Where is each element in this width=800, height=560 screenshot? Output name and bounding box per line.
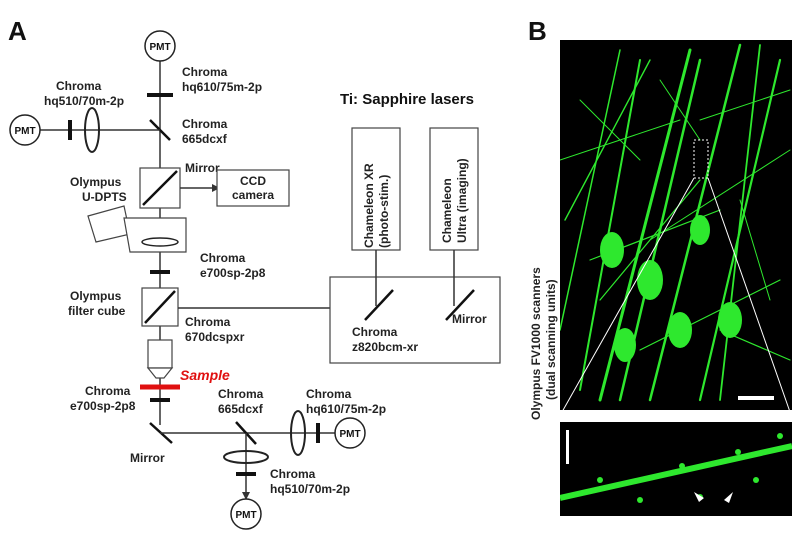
panel-label-a: A bbox=[8, 16, 27, 46]
ccd-camera-box bbox=[216, 169, 290, 207]
label-mirror-bottom: Mirror bbox=[130, 451, 165, 465]
laser-ultra-box bbox=[429, 127, 479, 251]
svg-text:PMT: PMT bbox=[235, 510, 256, 521]
title-lasers: Ti: Sapphire lasers bbox=[340, 91, 474, 108]
label-mirror-udpts: Mirror bbox=[185, 161, 220, 175]
mirror-udpts bbox=[142, 170, 178, 206]
label-sample: Sample bbox=[180, 367, 230, 383]
label-scanners: Olympus FV1000 scanners(dual scanning un… bbox=[529, 267, 558, 420]
svg-text:PMT: PMT bbox=[149, 42, 170, 53]
pmt-left: PMT bbox=[9, 114, 41, 146]
objective-tip bbox=[146, 367, 174, 379]
neuron-dendrites bbox=[560, 43, 791, 402]
mirror-chroma-z820 bbox=[364, 289, 394, 321]
microscope-body bbox=[123, 217, 187, 253]
laser-xr-box bbox=[351, 127, 401, 251]
objective bbox=[147, 339, 173, 369]
pmt-top: PMT bbox=[144, 30, 176, 62]
label-laser-ultra: ChameleonUltra (imaging) bbox=[440, 158, 469, 243]
lens-bottom-right bbox=[290, 410, 306, 456]
scale-bar-top bbox=[738, 396, 774, 400]
zoom-region-box bbox=[693, 139, 709, 179]
label-mirror-laser: Mirror bbox=[452, 312, 487, 326]
pmt-bottom-right: PMT bbox=[334, 417, 366, 449]
tube-lens bbox=[141, 237, 179, 247]
svg-text:PMT: PMT bbox=[339, 429, 360, 440]
lens-left bbox=[84, 107, 100, 153]
label-laser-xr: Chameleon XR(photo-stim.) bbox=[362, 163, 391, 248]
zoom-line-right bbox=[707, 177, 791, 413]
arrow-to-ccd bbox=[212, 184, 220, 192]
dichroic-mid bbox=[144, 290, 176, 324]
panel-label-b: B bbox=[528, 16, 547, 46]
lens-bottom-down bbox=[223, 450, 269, 464]
spine-arrows bbox=[694, 492, 733, 503]
svg-text:PMT: PMT bbox=[14, 126, 35, 137]
pmt-bottom: PMT bbox=[230, 498, 262, 530]
zoomed-dendrite bbox=[560, 433, 792, 503]
eyepiece bbox=[87, 205, 131, 243]
scale-bar-bottom bbox=[566, 430, 569, 464]
neuron-somas bbox=[600, 215, 742, 362]
mirror-laser bbox=[445, 289, 475, 321]
zoom-line-left bbox=[561, 177, 695, 413]
arrow-to-pmt-bottom bbox=[242, 492, 250, 500]
